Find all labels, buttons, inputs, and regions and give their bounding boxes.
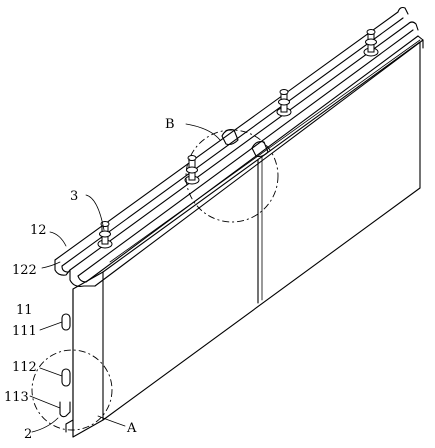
- bolt-3: [276, 89, 292, 117]
- label-122: 122: [12, 263, 37, 278]
- slot-112: [61, 368, 71, 387]
- bolt-4: [363, 29, 379, 57]
- rail-right-end: [397, 6, 424, 49]
- label-112: 112: [12, 360, 37, 375]
- label-2: 2: [24, 427, 32, 442]
- detail-circle-A: [31, 349, 113, 431]
- detail-circle-B: [185, 129, 279, 223]
- slot-111: [61, 313, 71, 331]
- label-A: A: [126, 421, 137, 436]
- rail-joint-collar: [221, 129, 269, 158]
- panel-front-face: [72, 41, 421, 438]
- bolt-2: [184, 155, 200, 185]
- top-rail: [54, 11, 424, 287]
- label-111: 111: [12, 324, 37, 339]
- label-3: 3: [70, 189, 78, 204]
- label-113: 113: [4, 390, 29, 405]
- label-12: 12: [30, 223, 47, 238]
- bolt-1: [97, 221, 113, 249]
- leader-lines: [29, 123, 221, 433]
- label-B: B: [165, 117, 175, 132]
- label-11: 11: [16, 303, 33, 318]
- notch-113: [59, 401, 74, 433]
- rail-end-cap: [54, 259, 96, 287]
